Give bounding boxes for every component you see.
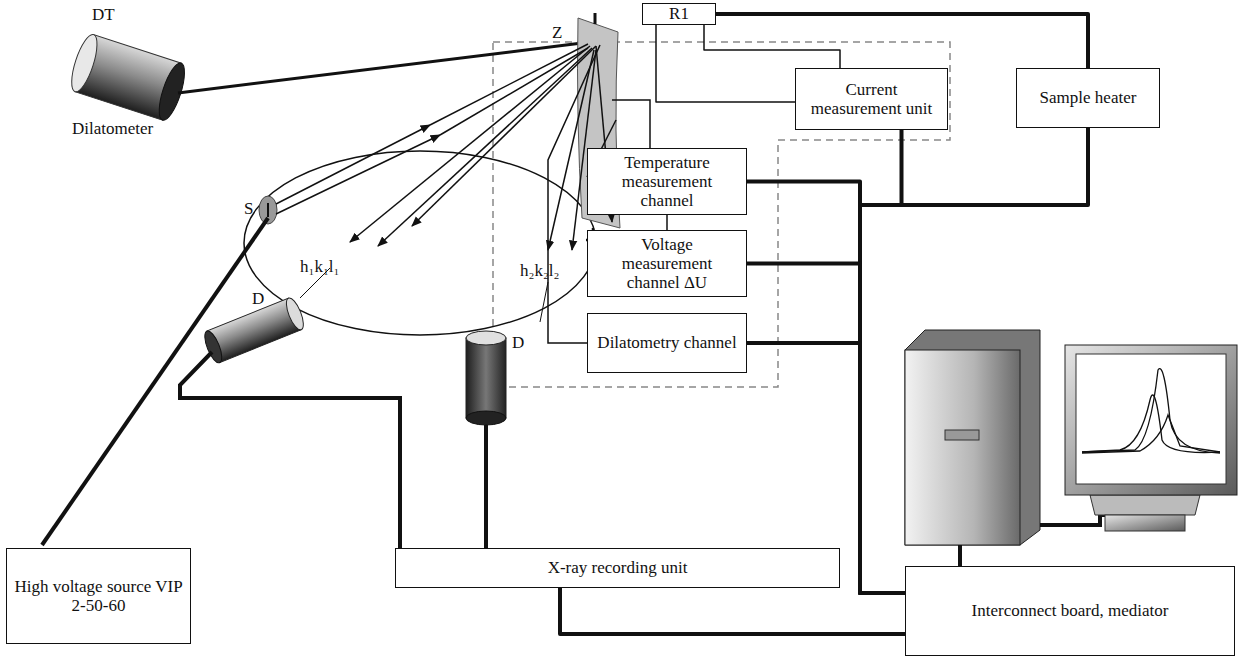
node-text: Temperature measurement channel: [594, 153, 740, 210]
connector: [666, 215, 668, 230]
source-box: High voltage source VIP 2-50-60: [6, 548, 191, 644]
cable: [958, 545, 962, 566]
reflection-index: h₂k₂l₂: [520, 262, 560, 281]
wire: [594, 13, 597, 24]
part-label: Dilatometer: [72, 120, 153, 139]
node-text: Interconnect board, mediator: [972, 601, 1169, 620]
unit-box: Sample heater: [1016, 68, 1160, 128]
part-label: S: [244, 200, 253, 219]
connector: [747, 264, 905, 593]
unit-box: Interconnect board, mediator: [905, 566, 1235, 656]
node-text: Dilatometry channel: [597, 333, 736, 352]
hv-cable: [42, 218, 268, 545]
node-text: Sample heater: [1040, 88, 1137, 107]
part-label: Z: [552, 24, 562, 43]
detector-cable: [180, 352, 400, 548]
reflection-index: h₁k₁l₁: [300, 258, 340, 277]
wire: [612, 100, 650, 148]
connector: [656, 25, 795, 102]
dilatometer-rod: [178, 42, 590, 93]
dashed-enclosure: [493, 42, 950, 387]
node-text: Current measurement unit: [802, 80, 941, 118]
part-label: D: [512, 334, 524, 353]
node-text: Voltage measurement channel ΔU: [594, 235, 740, 292]
channel-box: Temperature measurement channel: [587, 148, 747, 215]
computer: [905, 330, 1040, 545]
connector: [716, 14, 1088, 68]
connector: [747, 182, 905, 593]
part-label: DT: [92, 6, 115, 25]
connector: [860, 130, 905, 593]
resistor-symbol: R1: [642, 3, 716, 25]
part-label: D: [252, 290, 264, 309]
node-text: R1: [669, 4, 689, 23]
detector-cable: [484, 425, 488, 548]
channel-box: Voltage measurement channel ΔU: [587, 230, 747, 297]
unit-box: X-ray recording unit: [395, 548, 840, 588]
dilatometer: [67, 32, 190, 123]
node-text: High voltage source VIP 2-50-60: [13, 577, 184, 615]
detector: [466, 331, 506, 425]
node-text: X-ray recording unit: [548, 558, 688, 577]
connector: [704, 25, 840, 68]
connector: [860, 128, 1088, 593]
channel-box: Dilatometry channel: [587, 313, 747, 373]
monitor: [1065, 345, 1237, 531]
goniometer-circle: [244, 151, 596, 335]
connector: [560, 588, 905, 634]
unit-box: Current measurement unit: [795, 68, 948, 130]
